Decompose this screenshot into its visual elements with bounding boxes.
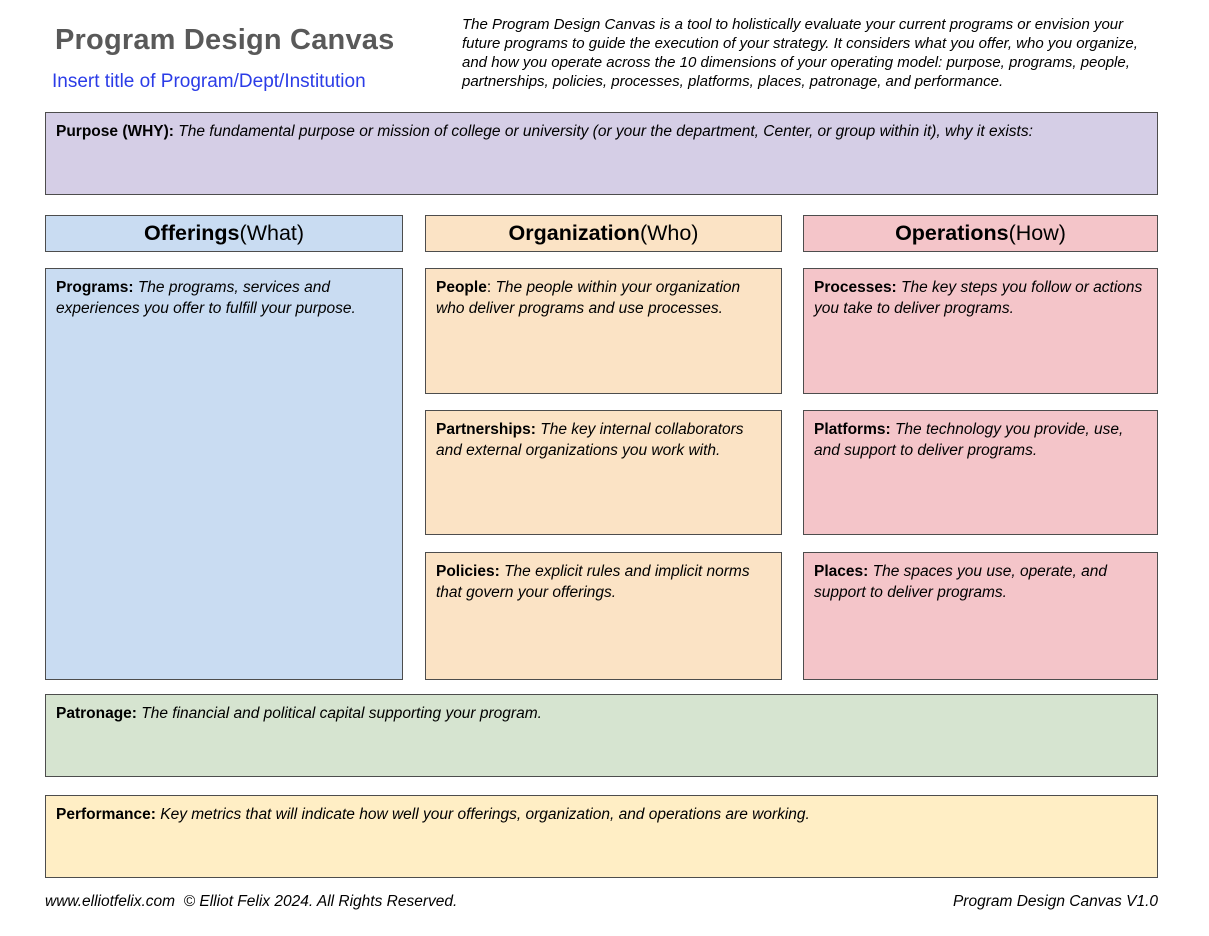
- patronage-text: The financial and political capital supp…: [141, 705, 542, 722]
- policies-box[interactable]: Policies: The explicit rules and implici…: [425, 552, 782, 680]
- operations-header-qualifier: (How): [1008, 221, 1066, 245]
- processes-box[interactable]: Processes: The key steps you follow or a…: [803, 268, 1158, 394]
- footer: www.elliotfelix.com © Elliot Felix 2024.…: [45, 893, 1158, 911]
- platforms-box[interactable]: Platforms: The technology you provide, u…: [803, 410, 1158, 535]
- page-title: Program Design Canvas: [55, 24, 395, 56]
- purpose-label: Purpose (WHY):: [56, 123, 174, 140]
- purpose-text: The fundamental purpose or mission of co…: [178, 123, 1033, 140]
- operations-column-header: Operations (How): [803, 215, 1158, 252]
- footer-version-label: Program Design Canvas V1.0: [952, 893, 1158, 910]
- operations-header-title: Operations: [895, 221, 1009, 245]
- offerings-column-header: Offerings (What): [45, 215, 403, 252]
- platforms-text: The technology you provide, use, and sup…: [814, 421, 1124, 459]
- policies-label: Policies:: [436, 563, 500, 580]
- partnerships-text: The key internal collaborators and exter…: [436, 421, 744, 459]
- people-box[interactable]: People: The people within your organizat…: [425, 268, 782, 394]
- people-colon: :: [486, 279, 492, 296]
- programs-text: The programs, services and experiences y…: [56, 279, 356, 317]
- people-label: People: [436, 279, 487, 296]
- organization-header-title: Organization: [508, 221, 640, 245]
- places-box[interactable]: Places: The spaces you use, operate, and…: [803, 552, 1158, 680]
- policies-text: The explicit rules and implicit norms th…: [436, 563, 750, 601]
- organization-header-qualifier: (Who): [639, 221, 699, 245]
- patronage-label: Patronage:: [56, 705, 137, 722]
- offerings-header-title: Offerings: [143, 221, 240, 245]
- partnerships-box[interactable]: Partnerships: The key internal collabora…: [425, 410, 782, 535]
- footer-credits-link[interactable]: www.elliotfelix.com © Elliot Felix 2024.…: [45, 893, 458, 910]
- performance-label: Performance:: [56, 806, 156, 823]
- processes-text: The key steps you follow or actions you …: [814, 279, 1143, 317]
- people-text: The people within your organization who …: [436, 279, 741, 317]
- intro-description: The Program Design Canvas is a tool to h…: [462, 16, 1138, 90]
- organization-column-header: Organization (Who): [425, 215, 782, 252]
- performance-text: Key metrics that will indicate how well …: [160, 806, 810, 823]
- places-label: Places:: [814, 563, 869, 580]
- purpose-box[interactable]: Purpose (WHY): The fundamental purpose o…: [45, 112, 1158, 195]
- programs-box[interactable]: Programs: The programs, services and exp…: [45, 268, 403, 680]
- platforms-label: Platforms:: [814, 421, 891, 438]
- offerings-header-qualifier: (What): [239, 221, 305, 245]
- program-title-placeholder[interactable]: Insert title of Program/Dept/Institution: [52, 71, 366, 92]
- partnerships-label: Partnerships:: [436, 421, 536, 438]
- places-text: The spaces you use, operate, and support…: [814, 563, 1107, 601]
- programs-label: Programs:: [56, 279, 134, 296]
- patronage-box[interactable]: Patronage: The financial and political c…: [45, 694, 1158, 777]
- processes-label: Processes:: [814, 279, 897, 296]
- performance-box[interactable]: Performance: Key metrics that will indic…: [45, 795, 1158, 878]
